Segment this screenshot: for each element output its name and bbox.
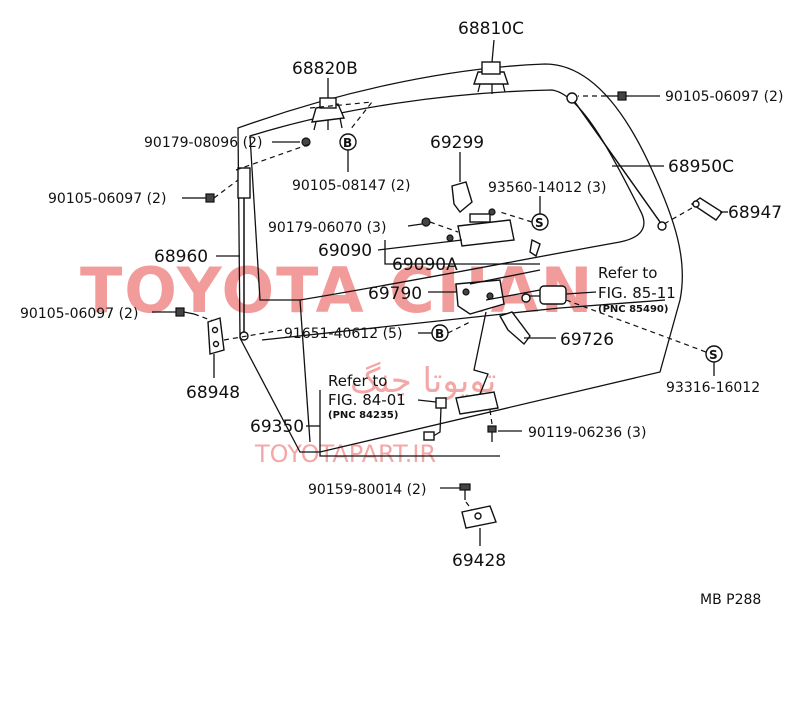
dash-91651 bbox=[447, 321, 471, 334]
hinge-68820b bbox=[311, 97, 346, 131]
label-90119-06236: 90119-06236 (3) bbox=[528, 425, 646, 441]
dash-90179-06070 bbox=[429, 221, 459, 233]
bracket-68948 bbox=[207, 317, 225, 355]
back-door-lower-panel bbox=[261, 299, 666, 341]
ref-fig85-pnc: (PNC 85490) bbox=[598, 304, 668, 315]
dash-90159 bbox=[465, 501, 473, 511]
label-68948: 68948 bbox=[186, 383, 240, 403]
label-90105-06097-left: 90105-06097 (2) bbox=[48, 191, 166, 207]
label-68947: 68947 bbox=[728, 203, 782, 223]
dash-68948 bbox=[223, 329, 283, 341]
dash-90105-left bbox=[213, 179, 239, 199]
page-code: MB P288 bbox=[700, 592, 761, 608]
label-69350: 69350 bbox=[250, 417, 304, 437]
label-69726: 69726 bbox=[560, 330, 614, 350]
ref-fig85-refer: Refer to bbox=[598, 264, 657, 282]
label-68820b: 68820B bbox=[292, 59, 358, 79]
symbol-s-upper: S bbox=[531, 213, 549, 231]
ref-fig84-pnc: (PNC 84235) bbox=[328, 410, 398, 421]
label-90105-08147: 90105-08147 (2) bbox=[292, 178, 410, 194]
svg-text:S: S bbox=[535, 216, 544, 230]
label-69090: 69090 bbox=[318, 241, 372, 261]
label-93316-16012: 93316-16012 bbox=[666, 380, 760, 396]
screw-90119-06236 bbox=[487, 425, 497, 442]
symbol-b-lower: B bbox=[431, 324, 449, 342]
svg-text:S: S bbox=[709, 348, 718, 362]
leader-69090 bbox=[377, 239, 463, 251]
actuator-motor bbox=[521, 285, 567, 305]
label-68810c: 68810C bbox=[458, 19, 524, 39]
watermark-persian: تویوتا چنگ bbox=[350, 361, 496, 401]
dash-93560 bbox=[499, 211, 533, 223]
label-93560-14012: 93560-14012 (3) bbox=[488, 180, 606, 196]
lock-69090 bbox=[457, 208, 541, 258]
latch-69790 bbox=[455, 269, 541, 315]
gas-strut-68950c bbox=[566, 92, 667, 231]
label-69428: 69428 bbox=[452, 551, 506, 571]
label-90179-08096: 90179-08096 (2) bbox=[144, 135, 262, 151]
bracket-69726 bbox=[498, 311, 531, 346]
dash-93316 bbox=[565, 299, 707, 353]
symbol-s-lower: S bbox=[705, 345, 723, 363]
dash-90179-08096 bbox=[235, 143, 311, 171]
leader-90179-06070 bbox=[407, 223, 423, 227]
back-door-outline bbox=[237, 63, 683, 453]
leader-69090-bracket bbox=[384, 240, 540, 265]
leader-69350-bracket bbox=[319, 390, 500, 457]
control-rod bbox=[473, 311, 489, 395]
gas-strut-68960 bbox=[237, 167, 251, 341]
label-69090a: 69090A bbox=[392, 255, 458, 275]
back-door-inner-edge bbox=[299, 299, 311, 443]
label-68960: 68960 bbox=[154, 247, 208, 267]
label-90105-06097-lower: 90105-06097 (2) bbox=[20, 306, 138, 322]
bracket-68947 bbox=[690, 197, 724, 221]
label-90179-06070: 90179-06070 (3) bbox=[268, 220, 386, 236]
svg-text:B: B bbox=[343, 136, 352, 150]
label-69299: 69299 bbox=[430, 133, 484, 153]
leader-68810c bbox=[491, 39, 495, 63]
hinge-68810c bbox=[473, 61, 509, 94]
back-door-window bbox=[249, 89, 645, 301]
label-69790: 69790 bbox=[368, 284, 422, 304]
dash-68820b bbox=[309, 101, 374, 131]
symbol-b-upper: B bbox=[339, 133, 357, 151]
dash-90119 bbox=[489, 409, 493, 425]
bolt-90105-06097-left bbox=[196, 193, 215, 203]
leader-fig85 bbox=[565, 291, 597, 295]
ref-fig85-name[interactable]: FIG. 85-11 bbox=[598, 284, 676, 302]
handle-69350 bbox=[423, 391, 499, 441]
cover-69299 bbox=[451, 181, 473, 214]
nut-90179-06070 bbox=[421, 217, 454, 242]
watermark-site: TOYOTAPART.IR bbox=[254, 440, 436, 468]
leader-fig84 bbox=[417, 399, 437, 403]
striker-69428 bbox=[461, 505, 497, 529]
label-68950c: 68950C bbox=[668, 157, 734, 177]
label-90105-06097-upper: 90105-06097 (2) bbox=[665, 89, 783, 105]
ref-fig84-refer: Refer to bbox=[328, 372, 387, 390]
label-91651-40612: 91651-40612 (5) bbox=[284, 326, 402, 342]
svg-text:B: B bbox=[435, 327, 444, 341]
label-90159-80014: 90159-80014 (2) bbox=[308, 482, 426, 498]
ref-fig84-name[interactable]: FIG. 84-01 bbox=[328, 391, 406, 409]
screw-90159-80014 bbox=[459, 483, 471, 500]
